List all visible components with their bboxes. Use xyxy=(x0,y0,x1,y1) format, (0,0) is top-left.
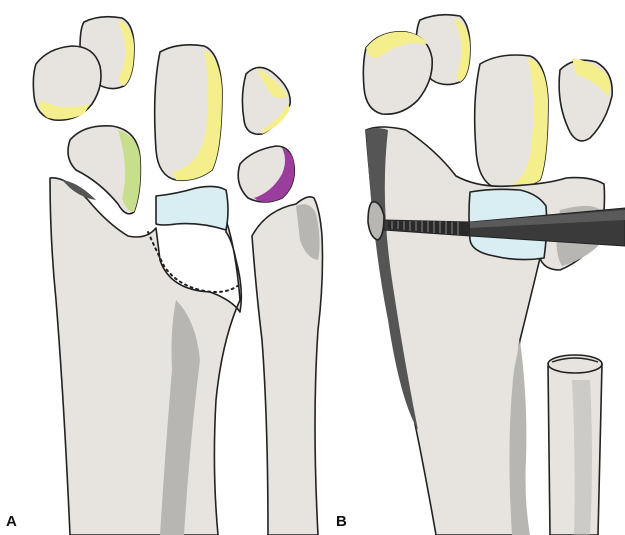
panel-label-b: B xyxy=(336,513,347,530)
ulna-b xyxy=(548,355,602,535)
radius-a xyxy=(50,178,241,535)
carpal-bone-b4 xyxy=(559,58,612,141)
ulna-a xyxy=(252,197,323,535)
fracture-fragment-a xyxy=(156,186,228,230)
carpal-bone-a2 xyxy=(33,46,101,120)
carpal-bone-a5 xyxy=(242,67,290,134)
panel-b xyxy=(363,15,625,535)
bone-edge-b xyxy=(368,202,384,240)
panel-a xyxy=(33,17,322,535)
carpal-bone-a6 xyxy=(238,146,294,202)
panel-label-a: A xyxy=(6,513,17,530)
carpal-bone-a3 xyxy=(155,45,222,180)
carpal-bone-b2 xyxy=(363,32,432,114)
carpal-bone-b3 xyxy=(475,55,548,189)
